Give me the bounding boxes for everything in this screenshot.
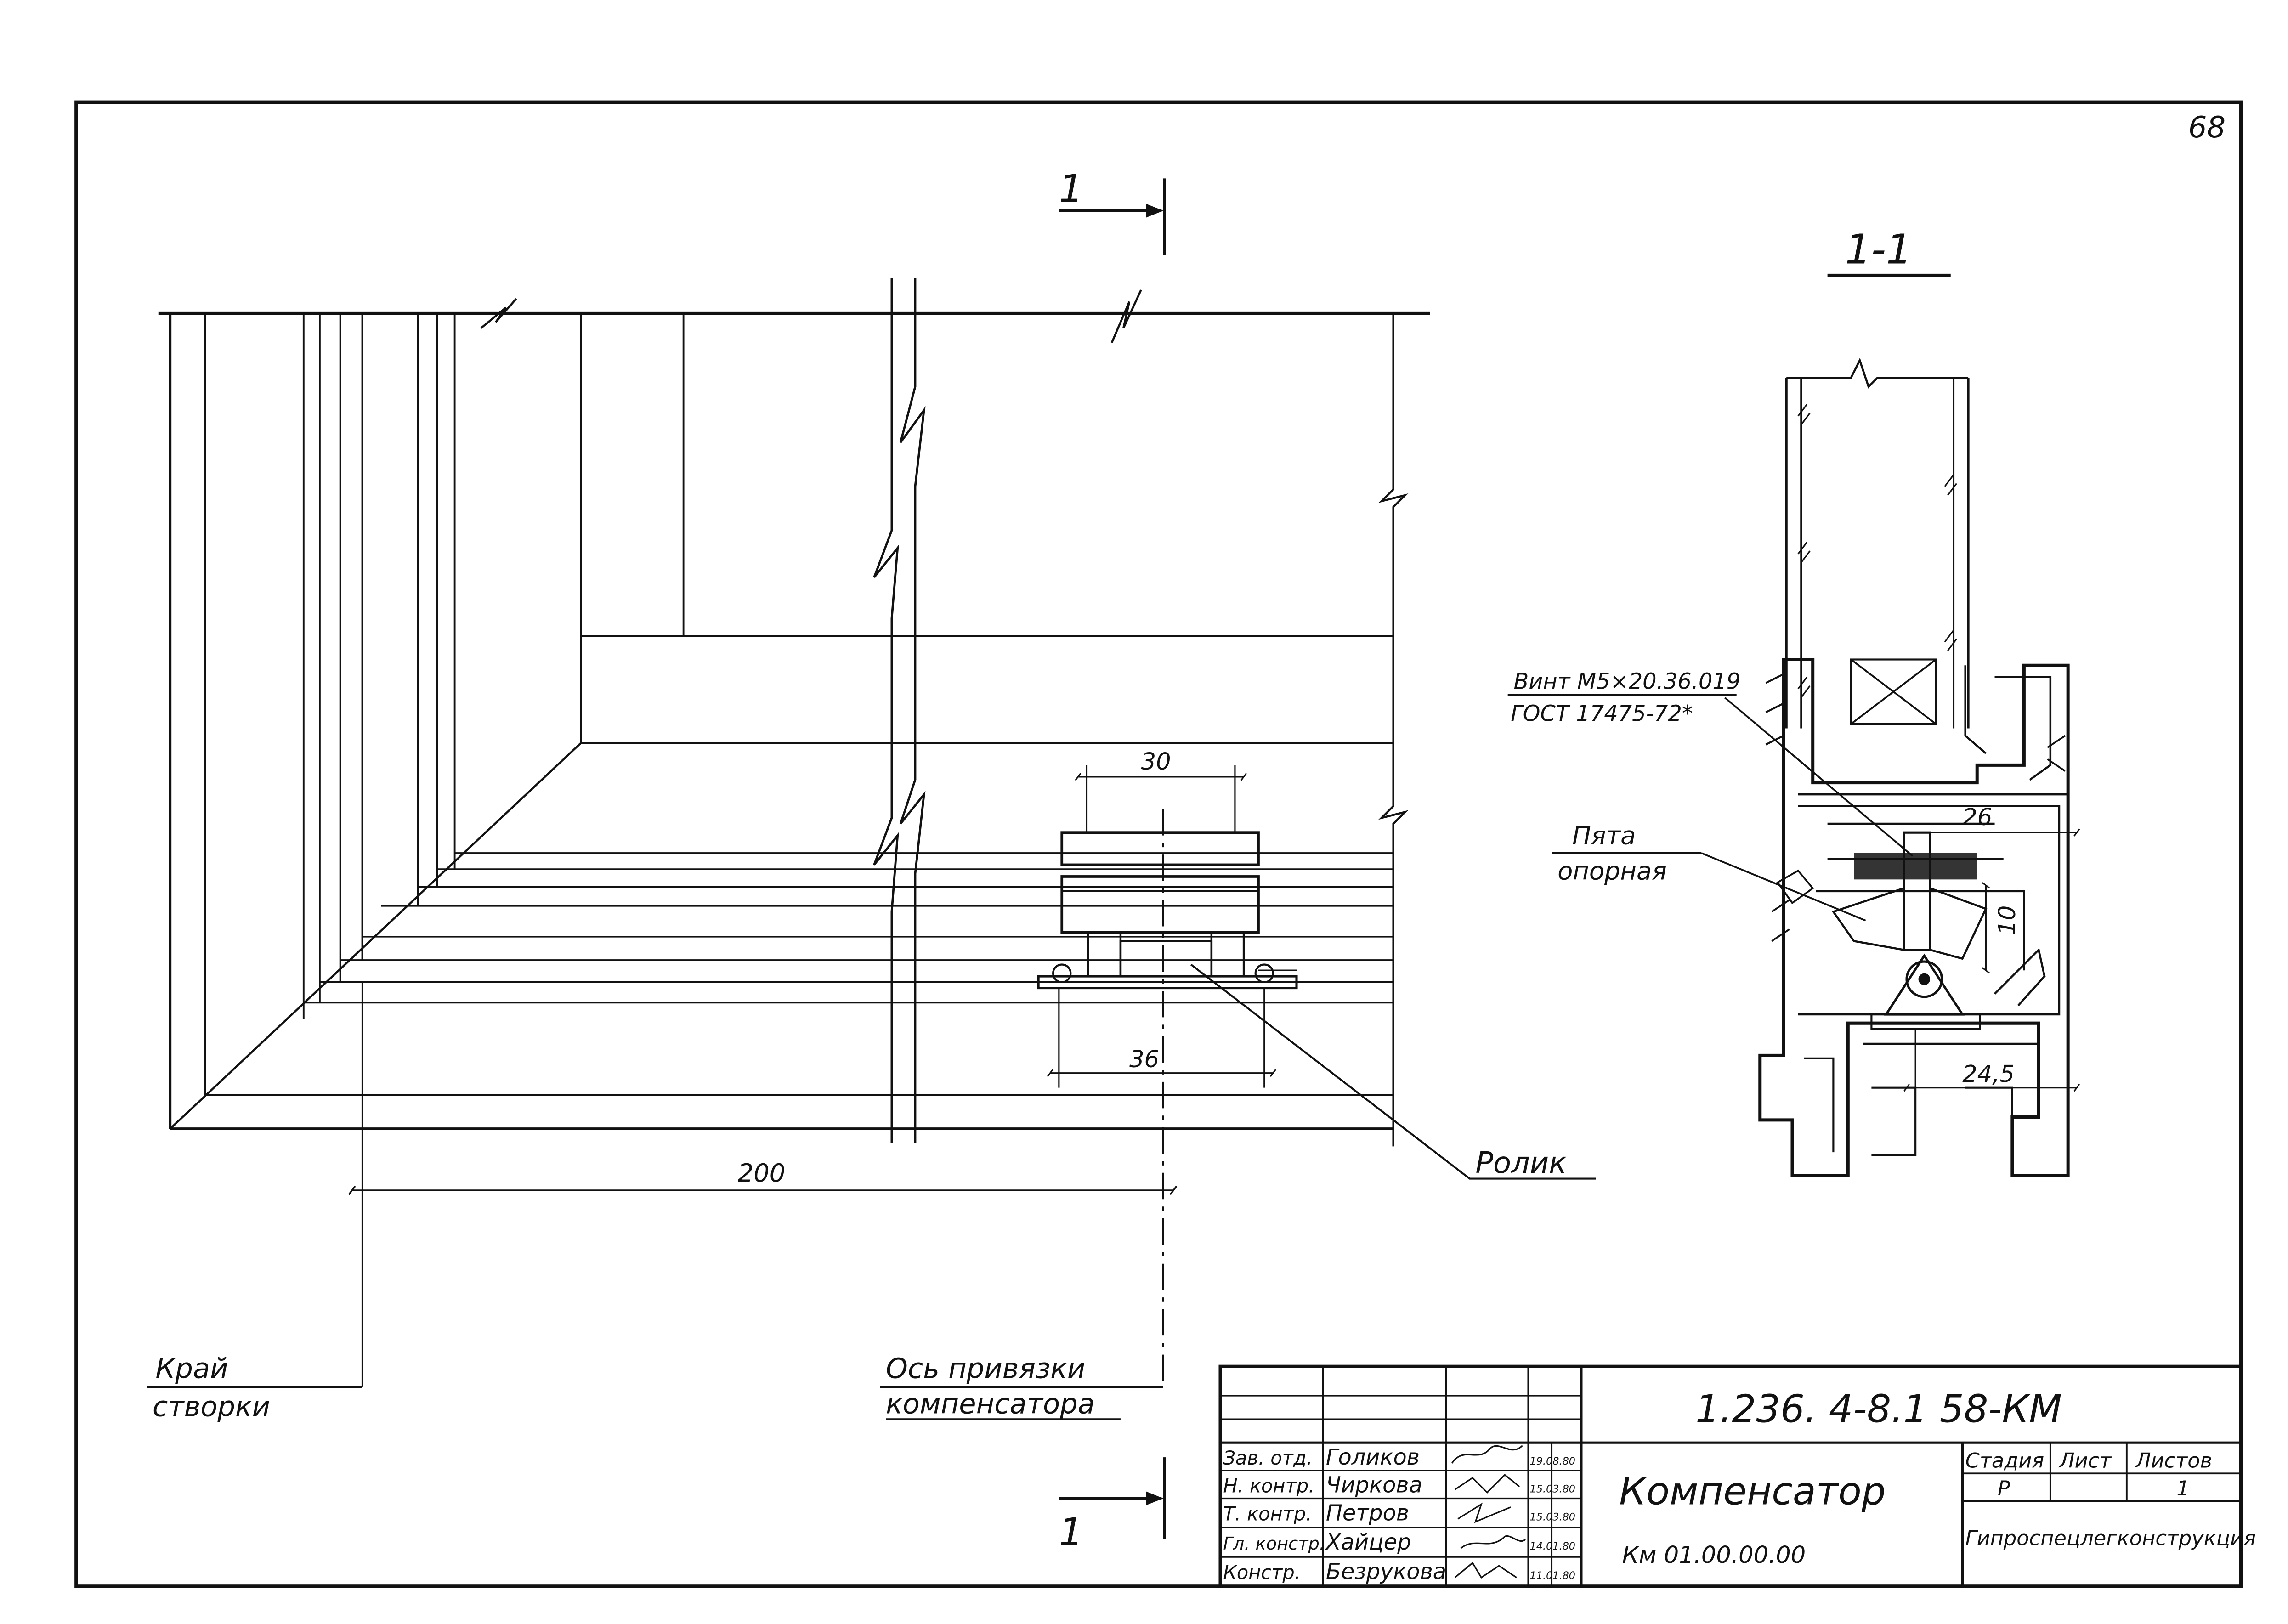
document-code: 1.236. 4-8.1 58-КМ	[1695, 1387, 2062, 1432]
signatory-2-name: Петров	[1326, 1500, 1409, 1526]
signatory-0-date: 19.08.80	[1530, 1455, 1575, 1467]
signatory-4-name: Безрукова	[1326, 1559, 1446, 1584]
stage-label: Стадия	[1965, 1449, 2044, 1472]
dim-24-5: 24,5	[1962, 1061, 2015, 1088]
callout-screw-line1: Винт М5×20.36.019	[1513, 669, 1740, 694]
title-block: Зав. отд. Голиков 19.08.80 Н. контр. Чир…	[1218, 1364, 2256, 1588]
signatory-1-name: Чиркова	[1326, 1473, 1422, 1498]
handwritten-signatures	[1451, 1445, 1526, 1579]
sheet-label: Лист	[2058, 1449, 2112, 1472]
heel-plate	[1854, 853, 1977, 880]
signatory-0-role: Зав. отд.	[1223, 1447, 1312, 1469]
sheet-number: 68	[2188, 111, 2226, 145]
signatory-0-name: Голиков	[1326, 1445, 1420, 1470]
section-marker-bottom: 1	[1059, 1457, 1166, 1555]
callout-axis-line1: Ось привязки	[886, 1353, 1085, 1385]
sheets-label: Листов	[2135, 1449, 2212, 1472]
dim-30: 30	[1141, 748, 1171, 775]
callout-edge-line1: Край	[155, 1353, 228, 1385]
signatory-1-date: 15.03.80	[1530, 1483, 1575, 1495]
sheets-value: 1	[2176, 1477, 2189, 1500]
callout-roller: Ролик	[1475, 1146, 1567, 1180]
signatory-3-date: 14.01.80	[1530, 1540, 1575, 1552]
item-title: Компенсатор	[1619, 1469, 1886, 1513]
stage-value: Р	[1998, 1477, 2010, 1500]
section-marker-top: 1	[1059, 167, 1166, 255]
signatory-4-role: Констр.	[1223, 1561, 1301, 1584]
dim-200: 200	[738, 1159, 786, 1188]
roller-assembly	[1037, 831, 1298, 990]
svg-text:1: 1	[1059, 167, 1083, 211]
dim-36: 36	[1129, 1046, 1159, 1073]
signatory-1-role: Н. контр.	[1223, 1475, 1314, 1497]
svg-text:1: 1	[1059, 1510, 1083, 1555]
signatory-2-role: Т. контр.	[1223, 1502, 1312, 1525]
signatory-3-role: Гл. констр.	[1223, 1533, 1325, 1554]
roller-section	[1905, 960, 1943, 998]
callout-heel-line2: опорная	[1557, 856, 1667, 885]
sheet-frame	[74, 100, 2243, 1588]
dim-10: 10	[1994, 905, 2021, 935]
callout-axis-line2: компенсатора	[886, 1388, 1095, 1420]
section-title: 1-1	[1845, 226, 1912, 274]
callout-screw-line2: ГОСТ 17475-72*	[1511, 702, 1693, 727]
signatory-2-date: 15.03.80	[1530, 1511, 1575, 1523]
organization: Гипроспецлегконструкция	[1965, 1527, 2256, 1550]
dim-26: 26	[1962, 804, 1992, 831]
callout-heel-line1: Пята	[1572, 821, 1636, 850]
callout-edge-line2: створки	[153, 1391, 270, 1423]
elevation-view: 30 36 200 1 1 Ролик Край створки Ось при…	[147, 167, 1596, 1555]
section-view: 1-1 26 10	[1507, 226, 2080, 1177]
signatory-4-date: 11.01.80	[1530, 1570, 1575, 1582]
item-code: Км 01.00.00.00	[1622, 1542, 1806, 1569]
signatory-3-name: Хайцер	[1325, 1530, 1411, 1555]
